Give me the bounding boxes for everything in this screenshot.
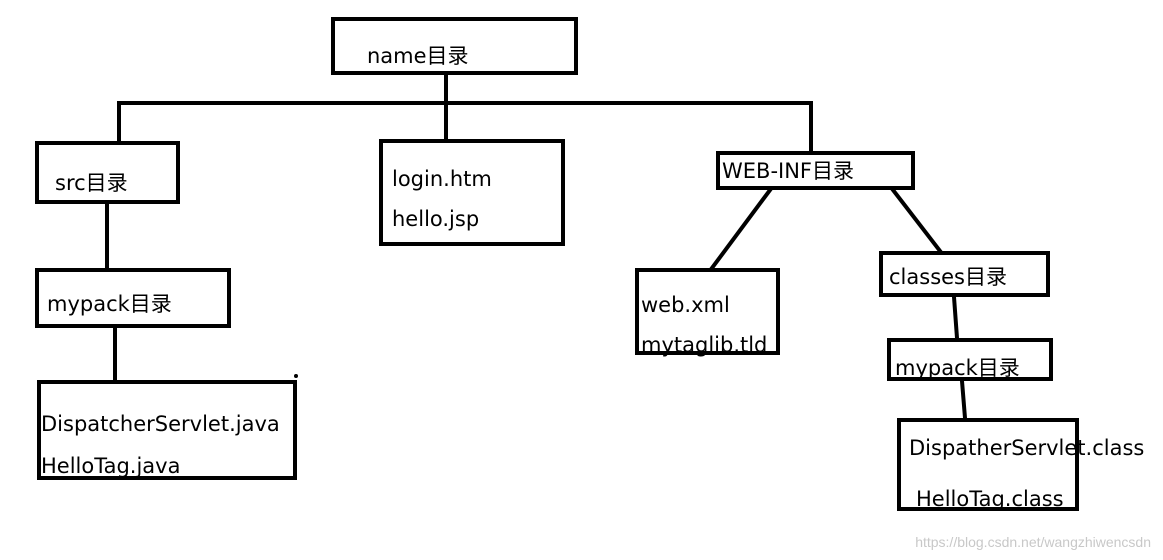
node-class-files: DispatherServlet.class HelloTag.class bbox=[897, 418, 1144, 511]
node-label: WEB-INF目录 bbox=[722, 159, 854, 183]
file-mytaglib-tld: mytaglib.tld bbox=[641, 333, 768, 357]
file-hellotag-java: HelloTag.java bbox=[41, 454, 181, 478]
connector-webinf-to-files bbox=[709, 187, 773, 271]
node-label: mypack目录 bbox=[47, 292, 172, 316]
node-classes-dir: classes目录 bbox=[879, 251, 1050, 297]
node-label: src目录 bbox=[55, 171, 128, 195]
connector-mypack-to-classfiles bbox=[959, 378, 968, 421]
node-web-root-files: login.htm hello.jsp bbox=[379, 139, 565, 246]
file-hellotag-class: HelloTag.class bbox=[916, 487, 1064, 511]
file-dispatcherservlet-java: DispatcherServlet.java bbox=[41, 412, 280, 436]
file-login-htm: login.htm bbox=[392, 167, 492, 191]
connector-webinf-to-classes bbox=[890, 187, 943, 254]
node-webinf-files: web.xml mytaglib.tld bbox=[635, 268, 780, 357]
connector-classes-to-mypack bbox=[951, 294, 960, 341]
node-label: mypack目录 bbox=[895, 356, 1020, 380]
node-label: name目录 bbox=[367, 44, 469, 68]
node-src-mypack-dir: mypack目录 bbox=[35, 268, 231, 328]
file-web-xml: web.xml bbox=[641, 293, 730, 317]
watermark-text: https://blog.csdn.net/wangzhiwencsdn bbox=[915, 534, 1151, 550]
stray-dot bbox=[294, 374, 298, 378]
file-dispatherservlet-class: DispatherServlet.class bbox=[909, 436, 1145, 460]
node-name-dir: name目录 bbox=[331, 17, 578, 75]
file-hello-jsp: hello.jsp bbox=[392, 207, 480, 231]
node-src-files: DispatcherServlet.java HelloTag.java bbox=[37, 380, 297, 480]
node-src-dir: src目录 bbox=[35, 141, 180, 204]
node-label: classes目录 bbox=[889, 265, 1007, 289]
node-webinf-dir: WEB-INF目录 bbox=[716, 151, 915, 190]
node-classes-mypack-dir: mypack目录 bbox=[887, 338, 1053, 381]
